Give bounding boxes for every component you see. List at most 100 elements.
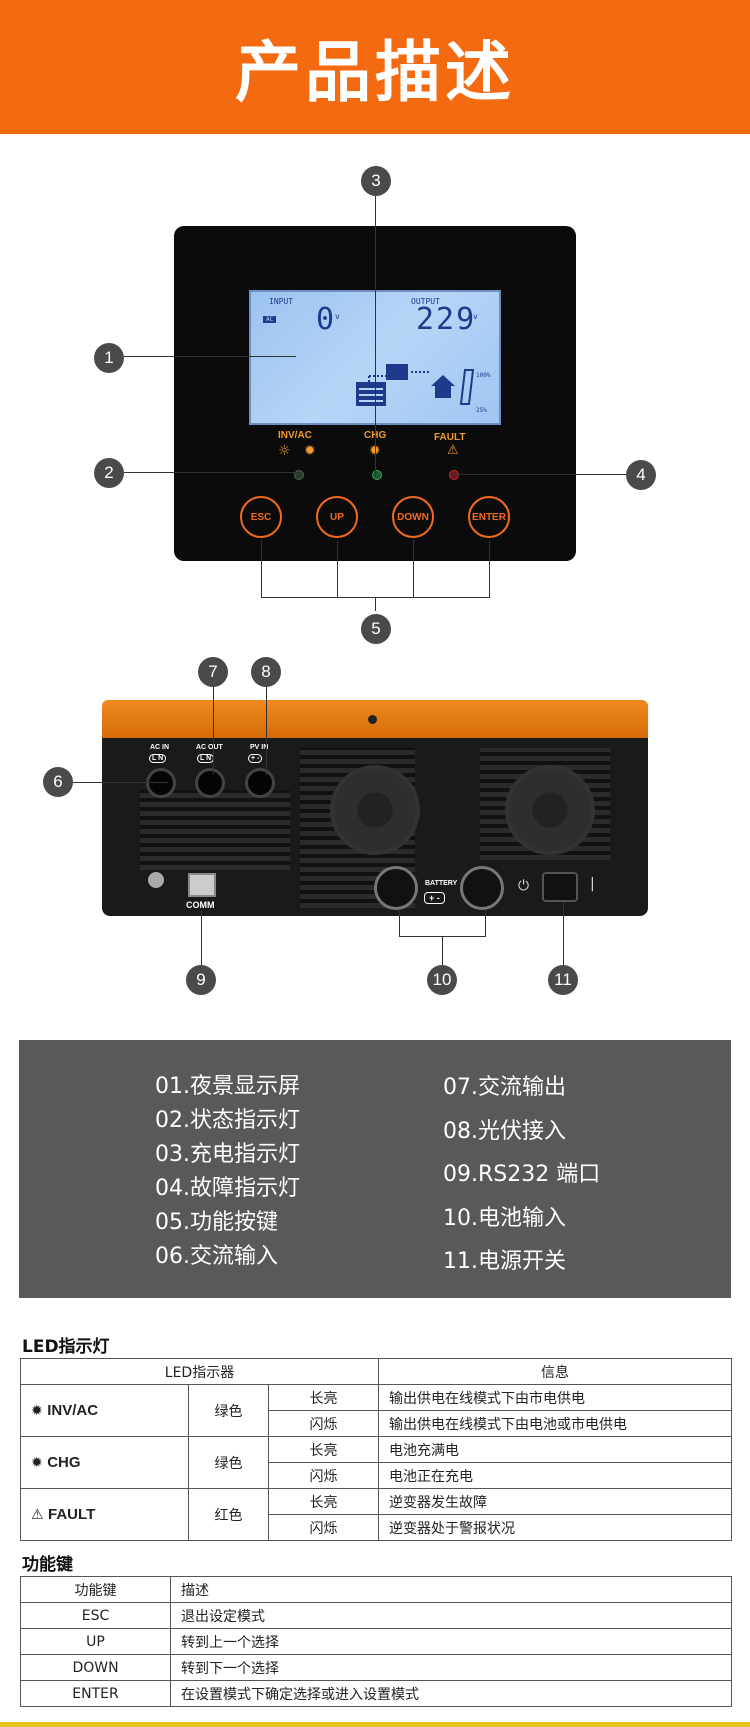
ac-out-ln-label: L N <box>197 754 215 763</box>
key-table-header: 功能键 <box>20 1576 171 1603</box>
led-label-inv-ac: INV/AC <box>278 430 312 441</box>
callout-line <box>261 540 262 597</box>
callout-line <box>375 597 376 611</box>
lcd-pct-bottom: 25% <box>476 407 487 414</box>
callout-line <box>563 902 564 966</box>
indicator-state: 闪烁 <box>268 1514 379 1541</box>
ground-icon <box>148 872 164 888</box>
down-button[interactable]: DOWN <box>392 496 434 538</box>
indicator-info: 电池充满电 <box>378 1436 732 1463</box>
esc-button[interactable]: ESC <box>240 496 282 538</box>
battery-negative-terminal <box>374 866 418 910</box>
callout-10: 10 <box>427 965 457 995</box>
comm-port <box>188 873 216 897</box>
callout-7: 7 <box>198 657 228 687</box>
legend-item: 10.电池输入 <box>443 1205 566 1231</box>
callout-4: 4 <box>626 460 656 490</box>
pv-in-port <box>245 768 275 798</box>
indicator-cell: ⚠ FAULT <box>20 1488 189 1541</box>
led-table: LED指示器 信息 ✹ INV/AC 绿色 长亮 输出供电在线模式下由市电供电 … <box>20 1358 732 1541</box>
legend-item: 08.光伏接入 <box>443 1118 566 1144</box>
legend-item: 01.夜景显示屏 <box>155 1074 300 1099</box>
comm-label: COMM <box>186 900 215 910</box>
ac-out-port <box>195 768 225 798</box>
key-name: UP <box>20 1628 171 1655</box>
indicator-state: 长亮 <box>268 1488 379 1515</box>
table-row: UP 转到上一个选择 <box>20 1628 732 1655</box>
callout-2: 2 <box>94 458 124 488</box>
ac-in-label: AC IN <box>150 744 170 751</box>
callout-11: 11 <box>548 965 578 995</box>
lcd-ac-badge: AC <box>263 316 277 323</box>
lcd-output-label: OUTPUT <box>411 297 440 306</box>
bottom-bar <box>0 1722 750 1727</box>
table-row: DOWN 转到下一个选择 <box>20 1654 732 1681</box>
callout-line <box>213 685 214 775</box>
indicator-color: 绿色 <box>188 1436 269 1489</box>
ac-in-port <box>146 768 176 798</box>
up-button[interactable]: UP <box>316 496 358 538</box>
page-title: 产品描述 <box>235 34 515 111</box>
legend-item: 09.RS232 端口 <box>443 1162 601 1187</box>
fan-icon <box>330 765 420 855</box>
callout-6: 6 <box>43 767 73 797</box>
table-row: ENTER 在设置模式下确定选择或进入设置模式 <box>20 1680 732 1707</box>
led-status-chg <box>372 470 382 480</box>
ac-in-ln-label: L N <box>149 754 167 763</box>
screw-icon <box>368 715 377 724</box>
vent-grille <box>140 790 290 870</box>
indicator-state: 闪烁 <box>268 1410 379 1437</box>
indicator-state: 长亮 <box>268 1436 379 1463</box>
lcd-pct-top: 100% <box>476 372 491 379</box>
battery-positive-terminal <box>460 866 504 910</box>
lcd-input-unit: v <box>335 312 340 321</box>
legend-item: 06.交流输入 <box>155 1244 278 1269</box>
lcd-input-value: 0 <box>316 302 335 337</box>
callout-line <box>201 910 202 965</box>
lcd-flow-icons <box>356 364 475 406</box>
lcd-input-label: INPUT <box>269 297 294 306</box>
callout-line <box>124 472 296 473</box>
callout-line <box>442 936 443 966</box>
key-name: ENTER <box>20 1680 171 1707</box>
indicator-info: 输出供电在线模式下由市电供电 <box>378 1384 732 1411</box>
callout-line <box>485 910 486 936</box>
led-table-header: LED指示器 <box>20 1358 379 1385</box>
indicator-cell: ✹ INV/AC <box>20 1384 189 1437</box>
led-status-inv-ac <box>294 470 304 480</box>
callout-line <box>266 685 267 775</box>
indicator-info: 电池正在充电 <box>378 1462 732 1489</box>
sun-icon: ✹ <box>31 1403 48 1419</box>
switch-on-mark: | <box>590 876 595 892</box>
page-header: 产品描述 <box>0 0 750 134</box>
key-desc: 退出设定模式 <box>170 1602 732 1629</box>
legend-item: 11.电源开关 <box>443 1249 566 1274</box>
key-name: DOWN <box>20 1654 171 1681</box>
led-label-fault: FAULT <box>434 432 466 443</box>
battery-label: BATTERY <box>425 880 458 887</box>
legend-left-column: 01.夜景显示屏 02.状态指示灯 03.充电指示灯 04.故障指示灯 05.功… <box>155 1070 300 1274</box>
key-table: 功能键 描述 ESC 退出设定模式 UP 转到上一个选择 DOWN 转到下一个选… <box>20 1576 732 1707</box>
indicator-cell: ✹ CHG <box>20 1436 189 1489</box>
table-row: ESC 退出设定模式 <box>20 1602 732 1629</box>
key-desc: 转到下一个选择 <box>170 1654 732 1681</box>
battery-polarity-label: + - <box>424 892 445 904</box>
callout-line <box>413 540 414 597</box>
led-table-header: 信息 <box>378 1358 732 1385</box>
indicator-state: 长亮 <box>268 1384 379 1411</box>
power-switch[interactable] <box>542 872 578 902</box>
key-name: ESC <box>20 1602 171 1629</box>
callout-line <box>454 474 626 475</box>
callout-3: 3 <box>361 166 391 196</box>
key-desc: 转到上一个选择 <box>170 1628 732 1655</box>
callout-1: 1 <box>94 343 124 373</box>
callout-line <box>399 910 400 936</box>
enter-button[interactable]: ENTER <box>468 496 510 538</box>
warning-icon: ⚠ <box>31 1507 49 1523</box>
legend-item: 07.交流输出 <box>443 1075 566 1100</box>
legend-right-column: 07.交流输出 08.光伏接入 09.RS232 端口 10.电池输入 11.电… <box>443 1066 600 1284</box>
pv-in-label: PV IN <box>250 744 269 751</box>
fan-icon <box>505 765 595 855</box>
indicator-state: 闪烁 <box>268 1462 379 1489</box>
lcd-output-unit: v <box>473 312 478 321</box>
